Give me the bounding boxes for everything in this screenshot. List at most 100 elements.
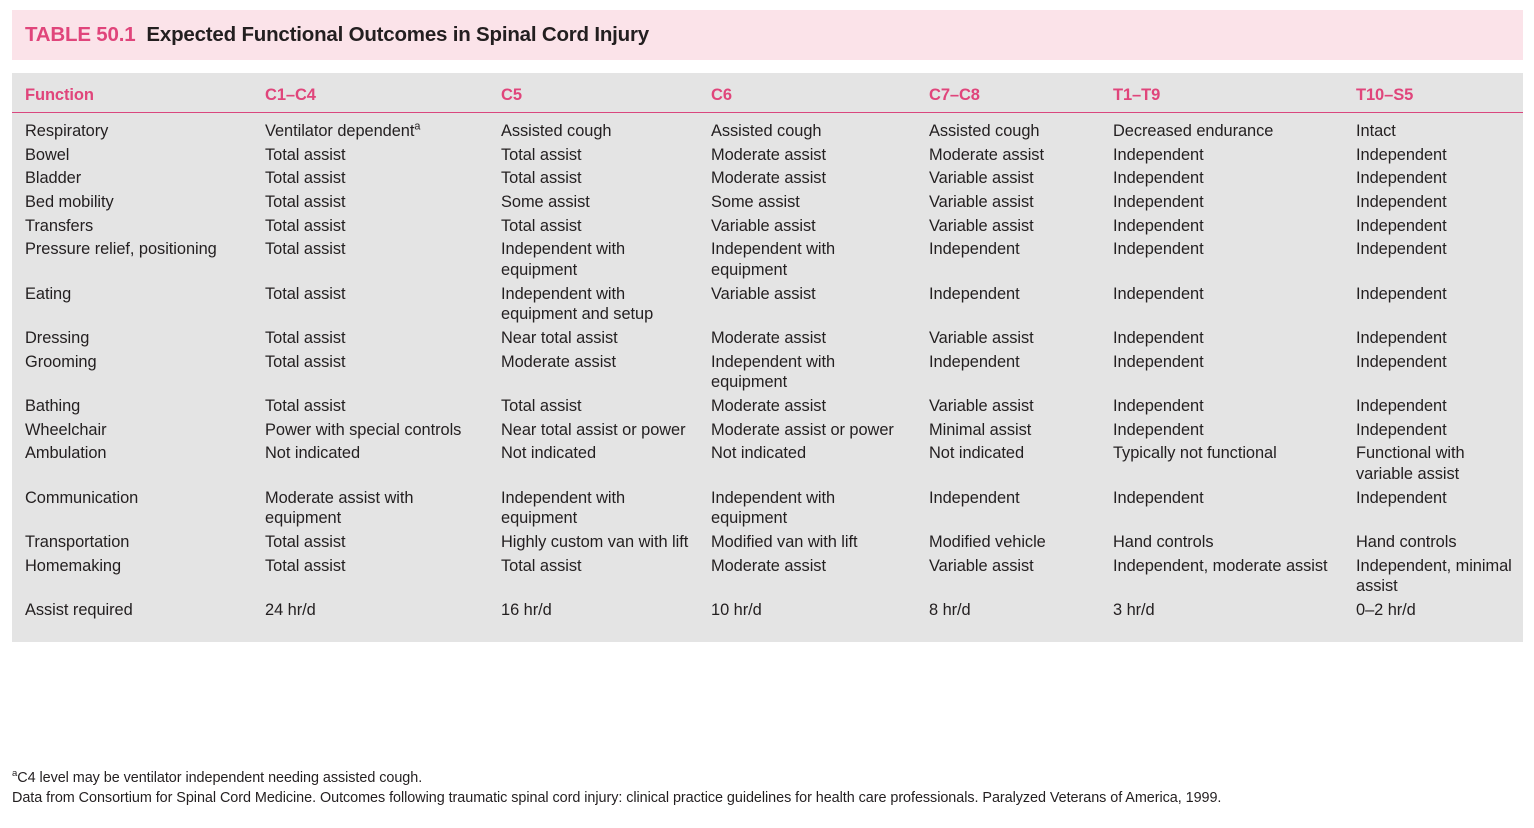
table-cell-c1-c4: Total assist (265, 240, 346, 259)
table-number: TABLE 50.1 (25, 23, 136, 46)
table-caption: Expected Functional Outcomes in Spinal C… (146, 23, 649, 46)
table-cell-t1-t9: 3 hr/d (1113, 601, 1155, 620)
table-cell-c1-c4: Not indicated (265, 444, 361, 463)
column-header-c1-c4: C1–C4 (265, 86, 316, 104)
row-label-cell: Bladder (25, 169, 82, 188)
table-cell-c7-c8: Independent (929, 488, 1020, 507)
table-cell-t10-s5: Independent (1356, 145, 1447, 164)
table-cell-c1-c4: Total assist (265, 193, 346, 212)
row-label-cell: Wheelchair (25, 420, 107, 439)
table-cell-t1-t9: Independent (1113, 216, 1204, 235)
table-cell-t10-s5: Independent (1356, 352, 1447, 371)
table-cell-t1-t9: Independent (1113, 193, 1204, 212)
row-label-cell: Bowel (25, 145, 70, 164)
row-label-cell: Homemaking (25, 556, 122, 575)
row-label-cell: Assist required (25, 601, 133, 620)
table-cell-t10-s5: Independent (1356, 240, 1447, 259)
table-cell-c5: Independent with equipment (501, 240, 626, 280)
table-cell-t10-s5: Hand controls (1356, 533, 1457, 552)
footnote-text: C4 level may be ventilator independent n… (17, 770, 423, 786)
table-cell-c1-c4: Total assist (265, 169, 346, 188)
table-cell-c7-c8: Assisted cough (929, 122, 1040, 140)
row-label-cell: Pressure relief, positioning (25, 240, 217, 259)
column-header-c6: C6 (711, 86, 732, 104)
table-cell-t1-t9: Independent (1113, 329, 1204, 348)
table-cell-c6: Not indicated (711, 444, 807, 463)
table-cell-c7-c8: Variable assist (929, 216, 1034, 235)
table-cell-c1-c4: Ventilator dependenta (265, 120, 421, 140)
table-cell-c1-c4: Total assist (265, 329, 346, 348)
table-cell-t1-t9: Independent (1113, 420, 1204, 439)
table-cell-c7-c8: Variable assist (929, 556, 1034, 575)
table-cell-c1-c4: Power with special controls (265, 420, 462, 439)
table-cell-c7-c8: Variable assist (929, 397, 1034, 416)
table-cell-c6: Variable assist (711, 284, 816, 303)
table-cell-c1-c4: Total assist (265, 145, 346, 164)
table-cell-c5: Some assist (501, 193, 590, 212)
table-cell-c5: Near total assist or power (501, 420, 686, 439)
footnote-marker-a: a (12, 768, 18, 780)
table-cell-t1-t9: Hand controls (1113, 533, 1214, 552)
table-cell-c6: Moderate assist (711, 397, 826, 416)
table-cell-c5: Total assist (501, 216, 582, 235)
row-label-cell: Grooming (25, 352, 97, 371)
table-cell-c1-c4: Total assist (265, 352, 346, 371)
row-label-cell: Transportation (25, 533, 130, 552)
table-cell-t10-s5: Independent (1356, 329, 1447, 348)
row-label-cell: Respiratory (25, 122, 109, 140)
table-cell-t10-s5: Intact (1356, 122, 1396, 140)
table-cell-t10-s5: 0–2 hr/d (1356, 601, 1416, 620)
row-label-cell: Transfers (25, 216, 94, 235)
table-footnotes: aC4 level may be ventilator independent … (12, 768, 1523, 809)
table-cell-t10-s5: Independent (1356, 397, 1447, 416)
row-label-cell: Communication (25, 488, 139, 507)
table-body: Respiratory Ventilator dependenta Assisted… (12, 113, 1523, 624)
row-label-cell: Bed mobility (25, 193, 114, 212)
table-cell-c1-c4: Total assist (265, 284, 346, 303)
table-cell-t1-t9: Typically not functional (1113, 444, 1277, 463)
row-label-cell: Dressing (25, 329, 90, 348)
footnote-text: Data from Consortium for Spinal Cord Med… (12, 790, 1222, 807)
table-cell-t10-s5: Functional with variable assist (1356, 444, 1465, 484)
table-cell-c1-c4: Moderate assist with equipment (265, 488, 414, 528)
row-label-cell: Eating (25, 284, 72, 303)
table-cell-t1-t9: Independent (1113, 169, 1204, 188)
table-cell-c6: Moderate assist (711, 329, 826, 348)
table-cell-t1-t9: Independent (1113, 397, 1204, 416)
table-cell-c5: 16 hr/d (501, 601, 552, 620)
table-cell-c5: Total assist (501, 145, 582, 164)
table-cell-t10-s5: Independent, minimal assist (1356, 556, 1512, 596)
row-label-cell: Ambulation (25, 444, 107, 463)
column-header-c5: C5 (501, 86, 522, 104)
table-cell-c6: Moderate assist or power (711, 420, 894, 439)
table-block: Function C1–C4 C5 C6 C7–C8 T1–T9 T10–S5 … (12, 73, 1523, 642)
table-header-row: Function C1–C4 C5 C6 C7–C8 T1–T9 T10–S5 (12, 73, 1523, 113)
table-cell-c7-c8: Independent (929, 240, 1020, 259)
table-cell-c7-c8: Not indicated (929, 444, 1025, 463)
table-cell-t1-t9: Decreased endurance (1113, 122, 1274, 140)
table-cell-c5: Independent with equipment and setup (501, 284, 654, 324)
table-cell-c6: Independent with equipment (711, 352, 836, 392)
table-cell-t10-s5: Independent (1356, 284, 1447, 303)
table-cell-c7-c8: Minimal assist (929, 420, 1032, 439)
table-cell-t1-t9: Independent (1113, 352, 1204, 371)
table-cell-c1-c4: Total assist (265, 216, 346, 235)
table-cell-t1-t9: Independent (1113, 488, 1204, 507)
table-cell-c6: Assisted cough (711, 122, 822, 140)
column-header-c7-c8: C7–C8 (929, 86, 980, 104)
table-cell-t10-s5: Independent (1356, 169, 1447, 188)
table-cell-c7-c8: Variable assist (929, 329, 1034, 348)
column-header-t1-t9: T1–T9 (1113, 86, 1161, 104)
table-cell-c1-c4: Total assist (265, 556, 346, 575)
table-cell-c7-c8: Variable assist (929, 193, 1034, 212)
table-cell-c7-c8: Modified vehicle (929, 533, 1046, 552)
table-cell-c6: Moderate assist (711, 169, 826, 188)
table-title-band: TABLE 50.1 Expected Functional Outcomes … (12, 10, 1523, 60)
table-cell-c5: Total assist (501, 556, 582, 575)
table-cell-c7-c8: Variable assist (929, 169, 1034, 188)
table-cell-c6: Moderate assist (711, 145, 826, 164)
table-cell-c6: Modified van with lift (711, 533, 858, 552)
table-cell-c7-c8: 8 hr/d (929, 601, 971, 620)
footnote-line: aC4 level may be ventilator independent … (12, 768, 1523, 788)
table-cell-c7-c8: Independent (929, 284, 1020, 303)
